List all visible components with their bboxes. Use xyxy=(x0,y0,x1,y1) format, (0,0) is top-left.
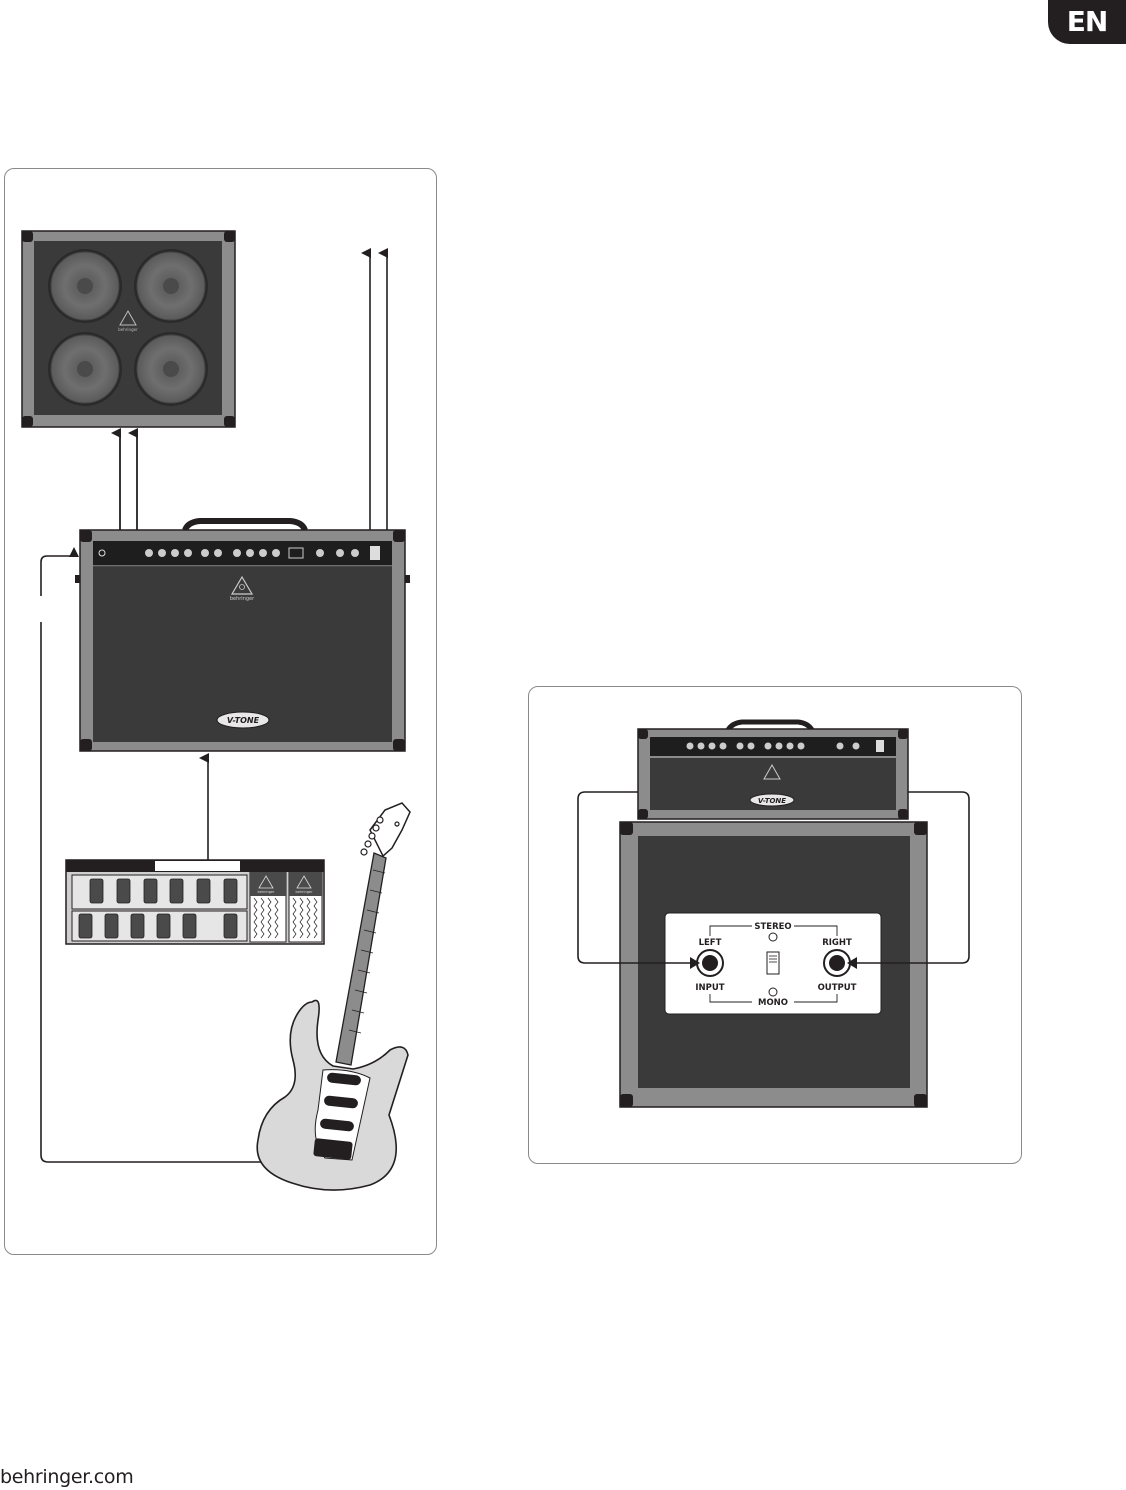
v-tone-badge: V-TONE xyxy=(217,712,269,728)
guitar-neck xyxy=(336,853,386,1065)
svg-text:V-TONE: V-TONE xyxy=(758,797,786,805)
svg-text:behringer: behringer xyxy=(295,890,313,894)
stereo-label: STEREO xyxy=(754,922,791,932)
output-jack-icon[interactable] xyxy=(824,950,850,976)
combo-amplifier: behringer V-TONE xyxy=(75,521,410,751)
speaker-cone xyxy=(134,249,208,323)
footer-brand-url[interactable]: behringer.com xyxy=(0,1466,133,1488)
speaker-cone xyxy=(48,249,122,323)
right-label: RIGHT xyxy=(822,938,852,948)
speaker-cabinet-4x12: behringer xyxy=(22,231,235,427)
mono-label: MONO xyxy=(758,998,788,1008)
svg-text:behringer: behringer xyxy=(230,596,255,602)
speaker-cone xyxy=(134,332,208,406)
svg-text:behringer: behringer xyxy=(118,327,138,332)
svg-text:V-TONE: V-TONE xyxy=(227,716,260,725)
control-panel xyxy=(93,541,392,565)
stack-setup-diagram: V-TONE STEREO LEFT RIGHT xyxy=(578,722,969,1107)
input-cable-arrow xyxy=(41,556,74,596)
input-jack-icon[interactable] xyxy=(697,950,723,976)
speaker-cone xyxy=(48,332,122,406)
svg-text:behringer: behringer xyxy=(257,890,275,894)
output-label: OUTPUT xyxy=(818,983,857,993)
input-label: INPUT xyxy=(695,983,724,993)
amp-head: V-TONE xyxy=(638,722,908,819)
stereo-mono-switch[interactable] xyxy=(767,952,779,974)
left-label: LEFT xyxy=(699,938,722,948)
midi-foot-controller: behringer behringer xyxy=(66,860,324,944)
carry-handle xyxy=(185,521,305,530)
